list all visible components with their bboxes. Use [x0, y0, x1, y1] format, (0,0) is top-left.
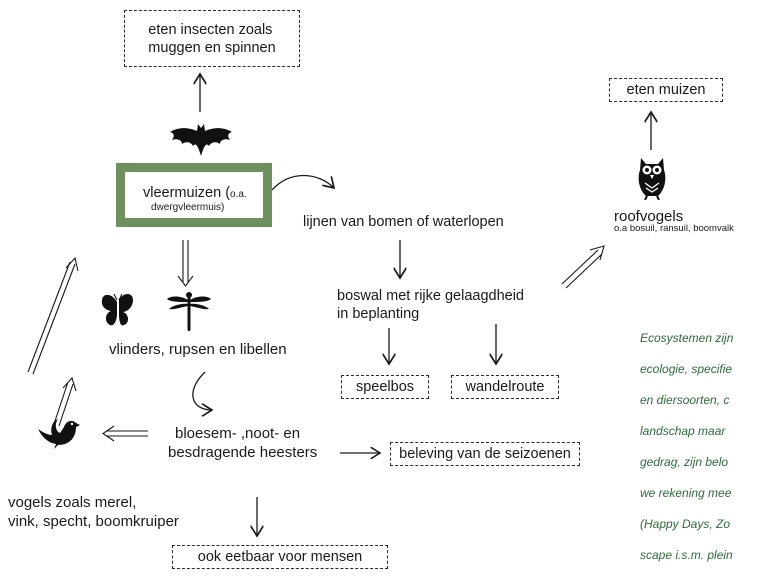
dragonfly-icon [167, 292, 211, 331]
mice-label: eten muizen [626, 82, 706, 98]
birds-line2: vink, specht, boomkruiper [8, 513, 179, 530]
arrow-bats-to-lines [271, 175, 334, 191]
bats-label: vleermuizen ( [143, 185, 231, 201]
wandelroute-node: wandelroute [451, 375, 559, 399]
bats-oa-label: o.a. [230, 189, 247, 200]
shrubs-line2: besdragende heesters [168, 444, 318, 461]
side-text-line2: ecologie, specifie [640, 362, 733, 376]
double-arrow-bird-up-short [53, 376, 77, 427]
insects-label: eten insecten zoals muggen en spinnen [148, 21, 276, 56]
side-text-line1: Ecosystemen zijn [640, 331, 734, 345]
bats-species-label: dwergvleermuis) [151, 202, 225, 213]
side-text-line7: (Happy Days, Zo [640, 517, 731, 531]
arrow-butterflies-to-shrubs [192, 371, 212, 410]
speelbos-label: speelbos [355, 379, 415, 395]
double-arrow-shrubs-to-bird [102, 425, 148, 442]
side-text-line5: gedrag, zijn belo [640, 455, 729, 469]
bird-icon [38, 419, 80, 449]
butterfly-icon [101, 293, 133, 326]
side-text-line6: we rekening mee [640, 486, 732, 500]
birds-line1: vogels zoals merel, [8, 494, 137, 511]
double-arrow-bird-up-long [27, 256, 79, 375]
butterflies-node: vlinders, rupsen en libellen [109, 341, 287, 358]
bats-node: vleermuizen (o.a. dwergvleermuis) [116, 163, 272, 227]
side-text-line4: landschap maar [640, 424, 726, 438]
mice-node: eten muizen [609, 78, 723, 102]
lines-node: lijnen van bomen of waterlopen [303, 214, 504, 230]
double-arrow-bats-to-butterflies [177, 240, 194, 287]
edible-label: ook eetbaar voor mensen [197, 549, 363, 565]
wandelroute-label: wandelroute [465, 379, 545, 395]
seasons-label: beleving van de seizoenen [399, 446, 571, 462]
raptors-label: roofvogels [614, 208, 684, 225]
boswal-line2: in beplanting [337, 306, 420, 322]
bat-icon [170, 124, 232, 156]
edible-node: ook eetbaar voor mensen [172, 545, 388, 569]
owl-icon [638, 158, 666, 200]
side-text-line3: en diersoorten, c [640, 393, 730, 407]
double-arrow-boswal-to-raptors [561, 245, 605, 289]
raptors-species-label: o.a bosuil, ransuil, boomvalk [614, 223, 734, 234]
speelbos-node: speelbos [341, 375, 429, 399]
insects-node: eten insecten zoals muggen en spinnen [124, 10, 300, 67]
shrubs-line1: bloesem- ,noot- en [175, 425, 301, 442]
side-text-line8: scape i.s.m. plein [640, 548, 733, 562]
boswal-line1: boswal met rijke gelaagdheid [337, 288, 524, 304]
seasons-node: beleving van de seizoenen [390, 442, 580, 466]
